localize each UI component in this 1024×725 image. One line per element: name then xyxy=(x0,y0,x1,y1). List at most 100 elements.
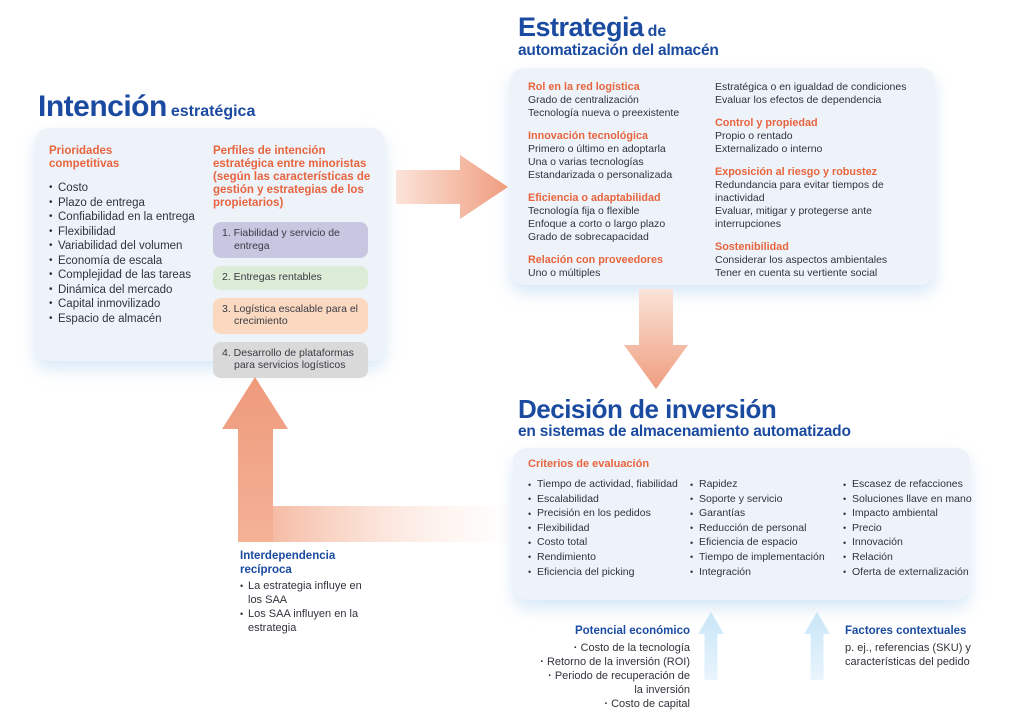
group-header: Sostenibilidad xyxy=(715,241,789,253)
list-item: Impacto ambiental xyxy=(843,506,965,521)
list-item: Tiempo de actividad, fiabilidad xyxy=(528,477,690,491)
estrategia-col2: Estratégica o en igualdad de condiciones… xyxy=(715,81,930,290)
group-item: Tecnología nueva o preexistente xyxy=(528,107,680,119)
profiles-column: Perfiles de intención estratégica entre … xyxy=(213,145,371,386)
strategy-group: Control y propiedad Propio o rentado Ext… xyxy=(715,117,930,156)
list-item: Eficiencia de espacio xyxy=(690,535,838,550)
criteria-col1: Tiempo de actividad, fiabilidad Escalabi… xyxy=(528,477,690,579)
intencion-panel: Prioridades competitivas Costo Plazo de … xyxy=(35,128,385,378)
list-item: Tiempo de implementación xyxy=(690,550,838,564)
list-item: Innovación xyxy=(843,535,965,550)
factores-body: p. ej., referencias (SKU) y característi… xyxy=(845,641,971,668)
estrategia-panel: Rol en la red logística Grado de central… xyxy=(510,68,935,285)
factores-header: Factores contextuales xyxy=(845,625,967,637)
list-item: Rendimiento xyxy=(528,550,690,564)
list-item: Precisión en los pedidos xyxy=(528,506,690,521)
group-item: Grado de centralización xyxy=(528,94,639,106)
estrategia-col1: Rol en la red logística Grado de central… xyxy=(528,81,710,290)
list-item: Confiabilidad en la entrega xyxy=(49,210,209,225)
group-item: Tecnología fija o flexible xyxy=(528,205,640,217)
group-header: Rol en la red logística xyxy=(528,81,640,93)
criteria-col3: Escasez de refacciones Soluciones llave … xyxy=(843,477,972,579)
profiles-header: Perfiles de intención estratégica entre … xyxy=(213,145,371,209)
profile-chip: 4. Desarrollo de plataformas para servic… xyxy=(213,341,368,378)
strategy-group: Eficiencia o adaptabilidad Tecnología fi… xyxy=(528,192,710,244)
list-item: Periodo de recuperación de la inversión xyxy=(538,669,690,697)
list-item: Reducción de personal xyxy=(690,521,838,535)
strategy-group: Sostenibilidad Considerar los aspectos a… xyxy=(715,241,930,280)
group-item: Tener en cuenta su vertiente social xyxy=(715,267,878,279)
list-item: Precio xyxy=(843,521,965,535)
strategy-group: Rol en la red logística Grado de central… xyxy=(528,81,710,120)
list-item: Economía de escala xyxy=(49,254,209,269)
profile-chip: 3. Logística escalable para el crecimien… xyxy=(213,297,368,334)
list-item: La estrategia influye en los SAA xyxy=(240,579,365,607)
intencion-title-main: Intención xyxy=(38,90,167,123)
list-item: Flexibilidad xyxy=(49,225,209,240)
strategy-group: Estratégica o en igualdad de condiciones… xyxy=(715,81,930,107)
list-item: Relación xyxy=(843,550,965,564)
strategy-group: Relación con proveedores Uno o múltiples xyxy=(528,254,710,280)
group-item: Estandarizada o personalizada xyxy=(528,169,673,181)
strategy-group: Exposición al riesgo y robustez Redundan… xyxy=(715,166,930,231)
list-item: Flexibilidad xyxy=(528,521,690,535)
list-item: Espacio de almacén xyxy=(49,312,209,327)
group-item: Primero o último en adoptarla xyxy=(528,143,666,155)
list-item: Costo xyxy=(49,181,209,196)
profile-chip-label: 4. Desarrollo de plataformas para servic… xyxy=(222,346,354,372)
profile-chip-label: 2. Entregas rentables xyxy=(222,271,322,283)
interdependencia-header: Interdependencia recíproca xyxy=(240,550,336,576)
group-item: Evaluar, mitigar y protegerse ante inter… xyxy=(715,205,872,230)
group-header: Control y propiedad xyxy=(715,117,818,129)
list-item: Garantías xyxy=(690,506,838,521)
interdependencia-note: Interdependencia recíproca La estrategia… xyxy=(240,550,365,635)
group-item: Propio o rentado xyxy=(715,130,793,142)
factores-note: Factores contextuales p. ej., referencia… xyxy=(845,625,1003,669)
profile-chip-label: 3. Logística escalable para el crecimien… xyxy=(222,302,359,328)
list-item: Rapidez xyxy=(690,477,838,491)
list-item: Dinámica del mercado xyxy=(49,283,209,298)
list-item: Integración xyxy=(690,565,838,579)
priorities-column: Prioridades competitivas Costo Plazo de … xyxy=(49,145,209,326)
list-item: Eficiencia del picking xyxy=(528,565,690,579)
group-item: Enfoque a corto o largo plazo xyxy=(528,218,666,230)
decision-panel: Criterios de evaluación Tiempo de activi… xyxy=(513,448,972,600)
group-header: Eficiencia o adaptabilidad xyxy=(528,192,661,204)
potencial-header: Potencial económico xyxy=(574,625,690,637)
arrow-up-contextual-icon xyxy=(804,612,830,680)
group-item: Redundancia para evitar tiempos de inact… xyxy=(715,179,884,204)
list-item: Costo de la tecnología xyxy=(538,641,690,655)
profile-chip: 1. Fiabilidad y servicio de entrega xyxy=(213,222,368,258)
priorities-header: Prioridades competitivas xyxy=(49,145,120,170)
arrow-down-icon xyxy=(624,289,688,389)
list-item: Complejidad de las tareas xyxy=(49,268,209,283)
group-item: Grado de sobrecapacidad xyxy=(528,231,649,243)
group-item: Evaluar los efectos de dependencia xyxy=(715,94,882,106)
group-header: Relación con proveedores xyxy=(528,254,664,266)
priorities-list: Costo Plazo de entrega Confiabilidad en … xyxy=(49,181,209,326)
arrow-right-icon xyxy=(396,155,508,219)
criteria-col2: Rapidez Soporte y servicio Garantías Red… xyxy=(690,477,838,579)
list-item: Oferta de externalización xyxy=(843,565,969,579)
arrow-feedback-up-icon xyxy=(222,377,517,542)
group-item: Externalizado o interno xyxy=(715,143,823,155)
estrategia-subtitle: automatización del almacén xyxy=(518,41,719,59)
group-header: Innovación tecnológica xyxy=(528,130,648,142)
group-item: Uno o múltiples xyxy=(528,267,601,279)
decision-title: Decisión de inversión en sistemas de alm… xyxy=(518,396,851,439)
estrategia-title-main: Estrategia xyxy=(518,12,644,42)
strategy-group: Innovación tecnológica Primero o último … xyxy=(528,130,710,182)
list-item: Capital inmovilizado xyxy=(49,297,209,312)
potencial-note: Potencial económico Costo de la tecnolog… xyxy=(538,625,690,711)
profile-chip-label: 1. Fiabilidad y servicio de entrega xyxy=(222,227,340,252)
intencion-title-suffix: estratégica xyxy=(170,103,256,120)
list-item: Escalabilidad xyxy=(528,492,690,506)
group-header: Exposición al riesgo y robustez xyxy=(715,166,877,178)
profiles-chips: 1. Fiabilidad y servicio de entrega 2. E… xyxy=(213,222,371,378)
group-item: Estratégica o en igualdad de condiciones xyxy=(715,81,907,93)
list-item: Costo total xyxy=(528,535,690,550)
list-item: Soporte y servicio xyxy=(690,492,838,506)
estrategia-title-suffix: de xyxy=(647,23,667,40)
